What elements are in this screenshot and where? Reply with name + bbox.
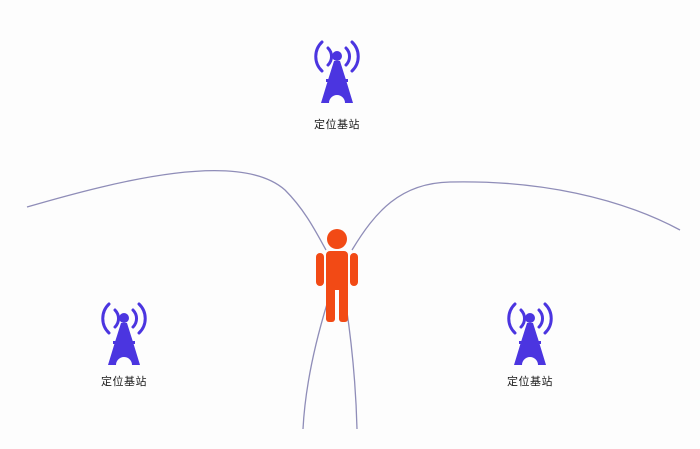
station-label-right: 定位基站 xyxy=(507,375,553,388)
signal-curve-right xyxy=(351,181,681,251)
signal-curve-bottom-left xyxy=(302,303,328,430)
radio-tower-icon xyxy=(101,302,147,367)
signal-curve-bottom-right xyxy=(345,304,358,430)
signal-curve-left xyxy=(26,169,327,251)
radio-tower-icon xyxy=(314,40,360,105)
station-label-top: 定位基站 xyxy=(314,118,360,131)
station-label-left: 定位基站 xyxy=(101,375,147,388)
radio-tower-icon xyxy=(507,302,553,367)
person-icon xyxy=(316,229,358,322)
